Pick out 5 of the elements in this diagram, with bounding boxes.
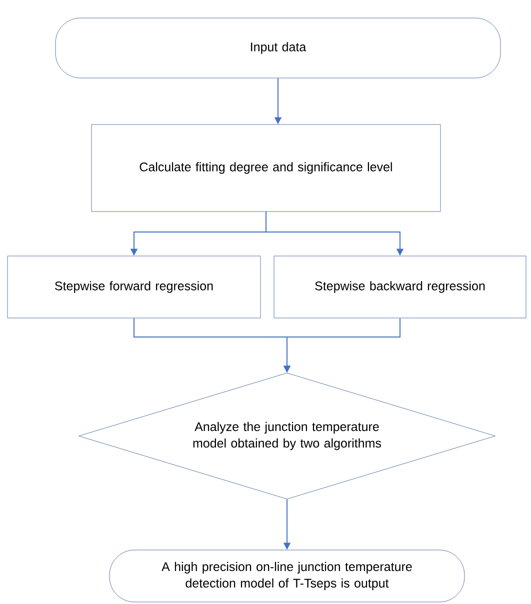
terminal-box: Input data <box>55 18 501 78</box>
process-box: Stepwise forward regression <box>7 256 261 318</box>
terminal-box: A high precision on-line junction temperature detection model of T-Tseps is output <box>109 550 465 602</box>
process-box: Stepwise backward regression <box>274 256 526 318</box>
process-box: Calculate fitting degree and significance level <box>91 124 441 212</box>
